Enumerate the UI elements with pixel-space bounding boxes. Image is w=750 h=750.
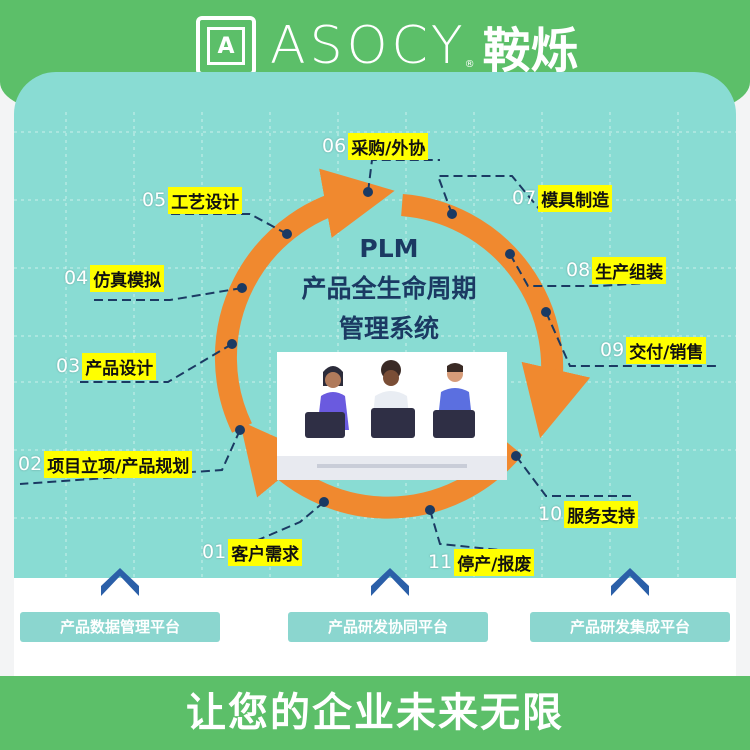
- stage-04: 04 仿真模拟: [64, 264, 165, 292]
- cycle-arrow-left: [214, 168, 395, 433]
- platform-rd-collaboration: 产品研发协同平台: [288, 612, 488, 642]
- stage-05: 05 工艺设计: [142, 186, 243, 214]
- chevron-up-icon: [611, 568, 649, 596]
- stage-08: 08 生产组装: [566, 256, 667, 284]
- leader-08: [509, 253, 661, 287]
- stage-07: 07 模具制造: [512, 184, 613, 212]
- center-title-line3: 管理系统: [338, 314, 439, 343]
- brand-name-cn: 鞍烁: [482, 23, 579, 79]
- node-09: [541, 307, 551, 317]
- leader-06: [367, 159, 440, 193]
- logo-mark-letter: A: [207, 27, 245, 65]
- node-11: [425, 505, 435, 515]
- leader-01: [229, 501, 325, 553]
- leader-10: [515, 455, 634, 497]
- node-04: [237, 283, 247, 293]
- leader-07: [436, 175, 541, 215]
- leader-11: [429, 509, 521, 553]
- stage-02: 02 项目立项/产品规划: [18, 450, 193, 478]
- stage-06: 06 采购/外协: [322, 132, 429, 160]
- stage-03: 03 产品设计: [56, 352, 157, 380]
- center-title-line1: PLM: [359, 234, 419, 263]
- node-01: [319, 497, 329, 507]
- node-03: [227, 339, 237, 349]
- chevron-up-icon: [371, 568, 409, 596]
- brand-logo: A ASOCY ® 鞍烁: [196, 10, 579, 82]
- leader-04: [90, 287, 243, 301]
- node-02: [235, 425, 245, 435]
- stage-01: 01 客户需求: [202, 538, 303, 566]
- registered-mark: ®: [464, 59, 475, 70]
- brand-wordmark: ASOCY: [270, 16, 467, 76]
- platform-data-management: 产品数据管理平台: [20, 612, 220, 642]
- node-05: [282, 229, 292, 239]
- slogan: 让您的企业未来无限: [186, 690, 564, 736]
- leader-03: [80, 343, 233, 383]
- center-title-line2: 产品全生命周期: [301, 274, 477, 303]
- platform-rd-integration: 产品研发集成平台: [530, 612, 730, 642]
- node-10: [511, 451, 521, 461]
- leader-05: [168, 213, 288, 235]
- team-meeting-illustration: [277, 352, 507, 480]
- leader-02: [19, 429, 241, 485]
- footer-band: [0, 676, 750, 750]
- node-08: [505, 249, 515, 259]
- stage-09: 09 交付/销售: [600, 336, 707, 364]
- stage-10: 10 服务支持: [538, 500, 639, 528]
- node-06: [363, 187, 373, 197]
- leader-09: [545, 311, 716, 367]
- stage-11: 11 停产/报废: [428, 548, 535, 576]
- node-07: [447, 209, 457, 219]
- chevron-up-icon: [101, 568, 139, 596]
